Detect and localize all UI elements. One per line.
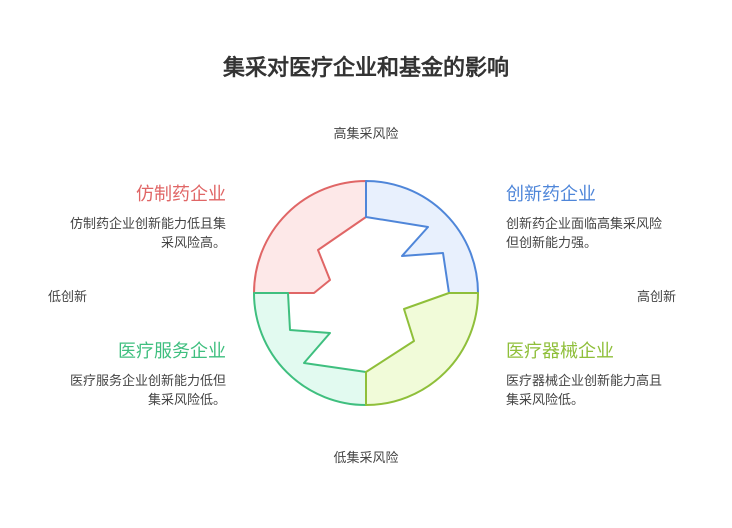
quadrant-title-medical-device: 医疗器械企业	[506, 341, 614, 362]
desc-line: 医疗服务企业创新能力低但	[69, 374, 226, 389]
desc-line: 医疗器械企业创新能力高且	[506, 374, 663, 389]
desc-line: 仿制药企业创新能力低且集	[69, 217, 226, 232]
quadrant-title-medical-service: 医疗服务企业	[118, 341, 226, 362]
axis-label-bottom: 低集采风险	[333, 451, 399, 466]
axis-label-left: 低创新	[48, 290, 88, 305]
quadrant-title-generic-drug: 仿制药企业	[136, 184, 226, 205]
desc-line: 采风险高。	[160, 236, 226, 251]
quadrant-desc-medical-device: 医疗器械企业创新能力高且 集采风险低。	[506, 372, 706, 410]
axis-label-top: 高集采风险	[333, 127, 399, 142]
axis-label-right: 高创新	[637, 290, 677, 305]
desc-line: 集采风险低。	[506, 393, 585, 408]
quadrant-desc-generic-drug: 仿制药企业创新能力低且集 采风险高。	[36, 215, 226, 253]
desc-line: 集采风险低。	[147, 393, 226, 408]
page-title: 集采对医疗企业和基金的影响	[222, 56, 509, 81]
segment-top-right	[365, 180, 479, 294]
segment-bottom-left	[253, 292, 367, 406]
segment-bottom-right	[365, 292, 479, 406]
segment-top-left	[253, 180, 367, 294]
quadrant-desc-medical-service: 医疗服务企业创新能力低但 集采风险低。	[36, 372, 226, 410]
quadrant-desc-innovative-drug: 创新药企业面临高集采风险 但创新能力强。	[506, 215, 706, 253]
quadrant-title-innovative-drug: 创新药企业	[506, 184, 596, 205]
desc-line: 但创新能力强。	[506, 236, 598, 251]
desc-line: 创新药企业面临高集采风险	[506, 217, 663, 232]
